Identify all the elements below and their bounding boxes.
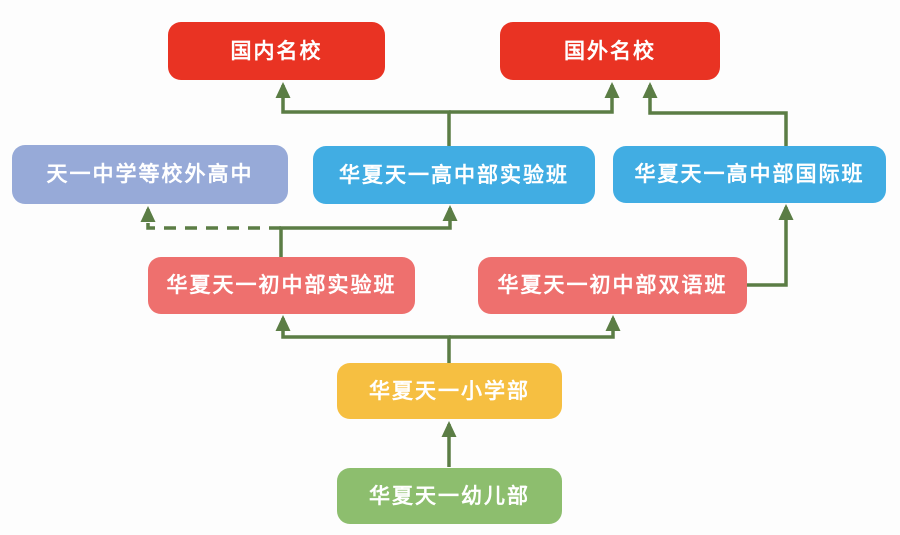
node-label-high-school-experimental-class: 华夏天一高中部实验班	[339, 162, 569, 187]
arrowhead-high-school-experimental-class-to-overseas-famous-schools	[604, 82, 620, 98]
node-label-high-school-international-class: 华夏天一高中部国际班	[634, 162, 865, 186]
node-high-school-international-class: 华夏天一高中部国际班	[613, 146, 886, 203]
node-label-external-high-schools: 天一中学等校外高中	[46, 162, 254, 186]
arrowhead-middle-school-experimental-class-to-external-high-schools	[140, 206, 156, 222]
edge-middle-school-experimental-class-to-high-school-experimental-class	[279, 208, 452, 257]
node-label-primary-school: 华夏天一小学部	[369, 378, 530, 403]
edge-middle-school-bilingual-class-to-high-school-international-class	[747, 207, 788, 287]
edge-primary-school-to-middle-school-experimental-class	[281, 318, 451, 363]
node-label-overseas-famous-schools: 国外名校	[564, 38, 656, 63]
node-label-domestic-famous-schools: 国内名校	[230, 38, 323, 63]
arrowhead-primary-school-to-middle-school-experimental-class	[275, 315, 291, 331]
node-label-middle-school-experimental-class: 华夏天一初中部实验班	[166, 273, 397, 297]
node-primary-school: 华夏天一小学部	[337, 363, 562, 419]
node-overseas-famous-schools: 国外名校	[500, 22, 720, 80]
arrowhead-primary-school-to-middle-school-bilingual-class	[605, 315, 621, 331]
edge-middle-school-experimental-class-to-external-high-schools	[146, 209, 281, 230]
node-domestic-famous-schools: 国内名校	[168, 22, 385, 80]
edge-high-school-experimental-class-to-domestic-famous-schools	[281, 85, 451, 146]
edge-high-school-experimental-class-to-overseas-famous-schools	[449, 85, 614, 114]
arrowhead-middle-school-experimental-class-to-high-school-experimental-class	[442, 205, 458, 221]
node-middle-school-experimental-class: 华夏天一初中部实验班	[148, 257, 415, 314]
node-label-kindergarten: 华夏天一幼儿部	[369, 483, 530, 508]
node-kindergarten: 华夏天一幼儿部	[337, 468, 562, 524]
arrowhead-kindergarten-to-primary-school	[441, 421, 457, 437]
arrowhead-high-school-experimental-class-to-domestic-famous-schools	[275, 82, 291, 98]
node-high-school-experimental-class: 华夏天一高中部实验班	[313, 146, 595, 204]
edge-primary-school-to-middle-school-bilingual-class	[449, 318, 615, 339]
arrowhead-middle-school-bilingual-class-to-high-school-international-class	[778, 204, 794, 220]
arrowhead-high-school-international-class-to-overseas-famous-schools	[642, 82, 658, 98]
node-label-middle-school-bilingual-class: 华夏天一初中部双语班	[497, 273, 728, 297]
node-middle-school-bilingual-class: 华夏天一初中部双语班	[478, 257, 747, 314]
edge-high-school-international-class-to-overseas-famous-schools	[648, 85, 788, 146]
node-external-high-schools: 天一中学等校外高中	[12, 145, 288, 204]
